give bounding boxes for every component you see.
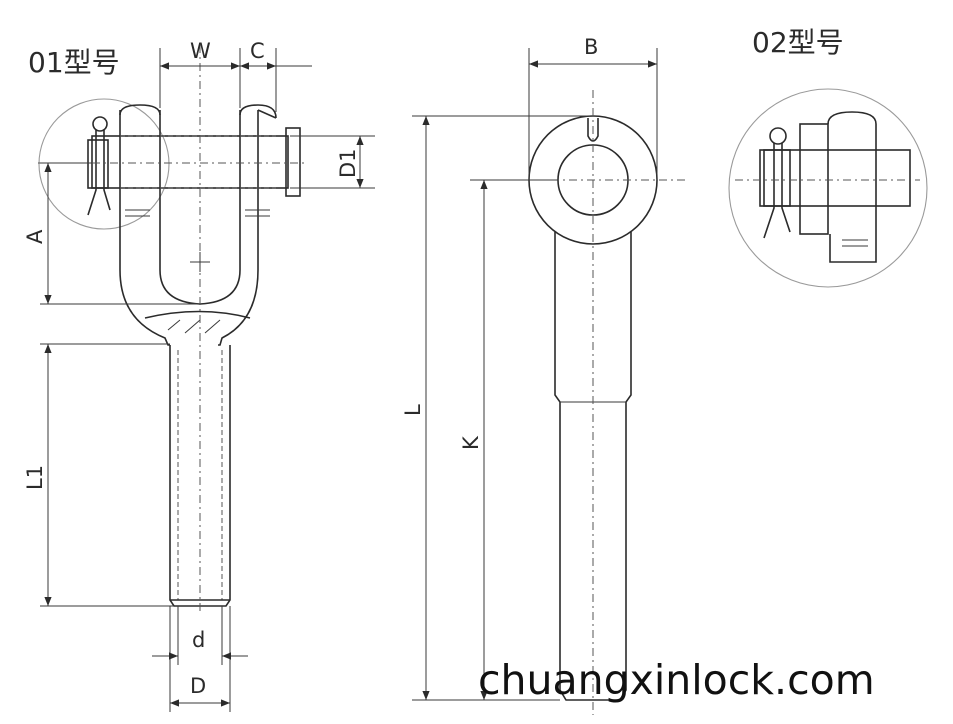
pin-head xyxy=(285,127,301,197)
side-view-eye xyxy=(412,48,685,715)
cotter-pin xyxy=(87,116,111,216)
eye-shank xyxy=(554,232,632,701)
title-type-01: 01型号 xyxy=(28,46,120,79)
clevis-body xyxy=(119,110,259,346)
dim-label-c: C xyxy=(250,39,265,63)
watermark: chuangxinlock.com xyxy=(478,656,875,704)
dim-label-l: L xyxy=(401,404,425,416)
dim-label-k: K xyxy=(459,435,483,450)
detail-circle-02 xyxy=(728,88,928,288)
dim-label-small-d: d xyxy=(192,628,205,652)
threaded-shank xyxy=(169,345,231,607)
type-01-clevis xyxy=(38,45,375,712)
detail-circle-01 xyxy=(38,98,170,230)
dim-label-big-d: D xyxy=(190,674,206,698)
dim-label-d1: D1 xyxy=(336,148,360,178)
dim-label-w: W xyxy=(190,39,211,63)
pin xyxy=(91,135,289,189)
title-type-02: 02型号 xyxy=(752,26,844,59)
type-02-detail xyxy=(728,88,928,288)
dim-label-l1: L1 xyxy=(23,465,47,490)
dim-label-b: B xyxy=(584,35,598,59)
dim-label-a: A xyxy=(23,229,47,244)
